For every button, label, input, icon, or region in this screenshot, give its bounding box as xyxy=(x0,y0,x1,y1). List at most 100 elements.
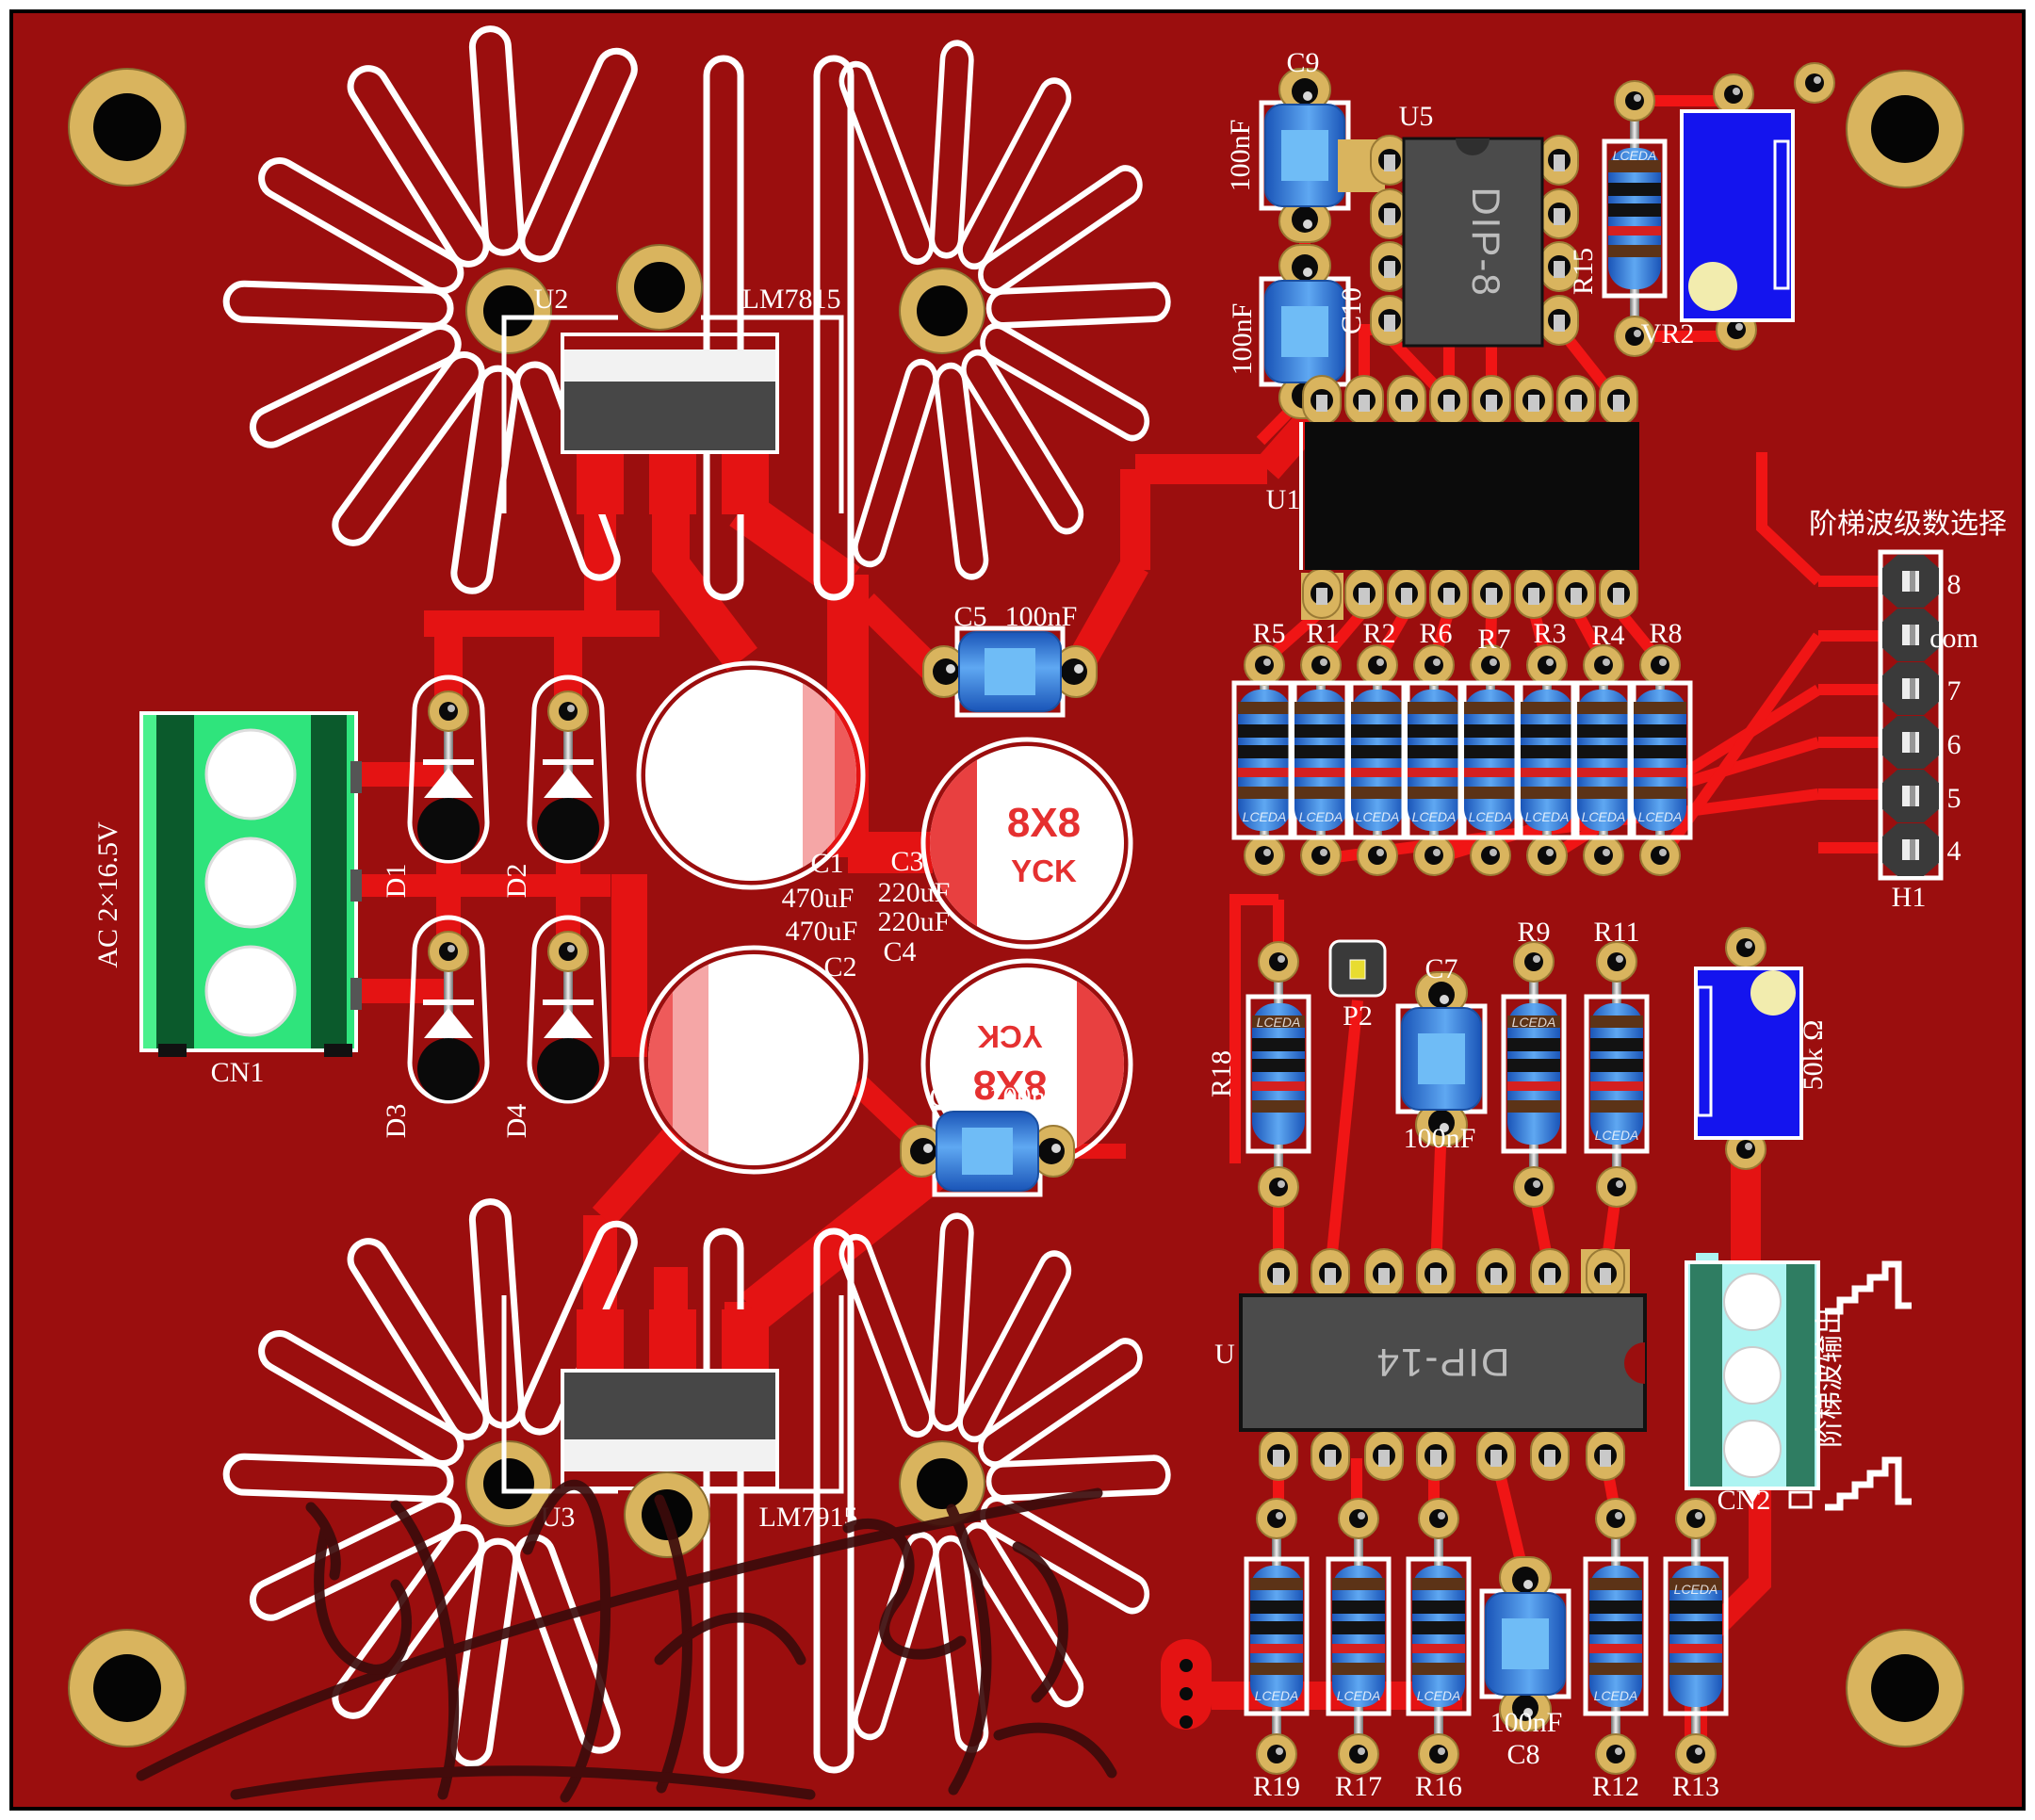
label-d3: D3 xyxy=(381,1104,412,1139)
label-c6-value: 100nF xyxy=(989,1081,1062,1113)
label-u4: U xyxy=(1214,1339,1235,1370)
heatsink-bottom-right xyxy=(813,1214,1168,1774)
label-h1-pin5: 5 xyxy=(1947,783,1962,814)
regulator-u2 xyxy=(501,244,844,514)
ic-package-text: DIP-8 xyxy=(1464,187,1508,297)
trimmer-50k xyxy=(1694,927,1803,1170)
terminal-hole xyxy=(1723,1346,1782,1405)
label-r4: R4 xyxy=(1591,620,1624,651)
label-h1-pin6: 6 xyxy=(1947,729,1962,760)
header-h1 xyxy=(1878,549,1944,881)
mounting-hole xyxy=(68,68,187,187)
svg-text:LCEDA: LCEDA xyxy=(1595,1128,1639,1143)
svg-text:LCEDA: LCEDA xyxy=(1417,1688,1461,1703)
svg-text:LCEDA: LCEDA xyxy=(1356,809,1400,824)
label-c3-value: 220uF xyxy=(878,877,951,908)
label-c1: C1 xyxy=(810,848,843,879)
label-c2-value: 470uF xyxy=(786,916,858,947)
label-cn2: CN2 xyxy=(1718,1485,1771,1516)
resistor: LCEDA xyxy=(1517,644,1577,876)
label-u2-part: LM7815 xyxy=(742,284,841,315)
label-h1: H1 xyxy=(1892,882,1927,913)
ic-u5-dip8: DIP-8 xyxy=(1338,135,1579,348)
label-d1: D1 xyxy=(381,864,412,899)
label-c3: C3 xyxy=(890,846,923,877)
label-h1-com: com xyxy=(1929,623,1978,654)
resistor-r11: LCEDA xyxy=(1587,941,1647,1208)
label-c7-value: 100nF xyxy=(1404,1123,1476,1154)
connector-cn2 xyxy=(1685,1253,1820,1509)
trimmer-screw xyxy=(1750,970,1796,1016)
staircase-waveform-icon xyxy=(1825,1456,1912,1511)
label-c2: C2 xyxy=(823,951,856,983)
label-cn1-desc: AC 2×16.5V xyxy=(92,821,123,968)
terminal-hole xyxy=(204,945,297,1037)
label-step-output: 阶梯波输出 xyxy=(1815,1307,1846,1448)
label-r6: R6 xyxy=(1419,618,1452,649)
label-u1: U1 xyxy=(1266,484,1301,515)
cap-marking: YCK xyxy=(1011,853,1077,888)
connector-cn1 xyxy=(139,711,362,1057)
terminal-hole xyxy=(1723,1273,1782,1331)
label-r7: R7 xyxy=(1477,624,1510,655)
resistor-r9: LCEDA xyxy=(1504,941,1564,1208)
mounting-hole xyxy=(1846,70,1964,188)
trimmer-screw xyxy=(1688,262,1737,311)
svg-text:LCEDA: LCEDA xyxy=(1582,809,1626,824)
label-vr2: VR2 xyxy=(1641,318,1695,349)
terminal-hole xyxy=(1723,1420,1782,1478)
trace-stub-with-dots xyxy=(1161,1639,1212,1730)
label-c5-value: 100nF xyxy=(1005,601,1078,632)
label-h1-pin4: 4 xyxy=(1947,836,1962,867)
testpoint-p2 xyxy=(1328,939,1387,998)
mounting-hole xyxy=(68,1629,187,1747)
resistor: LCEDA xyxy=(1246,1498,1307,1775)
label-c10: C10 xyxy=(1336,287,1367,334)
label-r8: R8 xyxy=(1649,618,1682,649)
staircase-waveform-icon xyxy=(1825,1260,1912,1315)
label-r2: R2 xyxy=(1362,618,1395,649)
svg-text:LCEDA: LCEDA xyxy=(1337,1688,1381,1703)
resistor: LCEDA xyxy=(1404,644,1464,876)
label-r1: R1 xyxy=(1306,618,1339,649)
cap-marking: 8X8 xyxy=(973,1062,1047,1108)
resistor-row-top: LCEDA LCEDA LCEDA LCEDA LCEDA LCEDA LCED… xyxy=(1234,644,1690,876)
resistor-row-bottom: LCEDA LCEDA LCEDA LCEDA LCEDA xyxy=(1246,1498,1726,1775)
label-c4: C4 xyxy=(883,936,916,967)
label-c7: C7 xyxy=(1424,953,1457,984)
capacitor-c3: 8X8 YCK xyxy=(920,737,1133,950)
svg-text:LCEDA: LCEDA xyxy=(1525,809,1570,824)
label-step-select: 阶梯波级数选择 xyxy=(1809,509,2007,540)
resistor: LCEDA xyxy=(1291,644,1351,876)
label-c4-value: 220uF xyxy=(878,906,951,937)
svg-text:LCEDA: LCEDA xyxy=(1469,809,1513,824)
signature-watermark xyxy=(136,1479,1117,1803)
pin1-marker xyxy=(1745,1490,1760,1503)
cap-marking: 8X8 xyxy=(1007,800,1081,846)
mounting-hole xyxy=(1846,1629,1964,1747)
terminal-hole xyxy=(204,837,297,929)
resistor: LCEDA xyxy=(1347,644,1408,876)
svg-text:LCEDA: LCEDA xyxy=(1638,809,1683,824)
resistor: LCEDA xyxy=(1586,1498,1646,1775)
capacitor-c1 xyxy=(636,660,866,890)
label-d4: D4 xyxy=(501,1104,532,1139)
cap-marking: YCK xyxy=(977,1019,1043,1054)
svg-text:LCEDA: LCEDA xyxy=(1594,1688,1638,1703)
heatsink-top-right xyxy=(813,41,1168,601)
resistor-watermark: LCEDA xyxy=(1613,148,1657,163)
regulator-u3 xyxy=(501,1295,844,1558)
resistor: LCEDA xyxy=(1630,644,1690,876)
resistor-r15: LCEDA xyxy=(1604,80,1665,357)
ic-package-text: DIP-14 xyxy=(1376,1341,1510,1385)
svg-text:LCEDA: LCEDA xyxy=(1512,1015,1556,1030)
label-pot-value: 50k Ω xyxy=(1798,1020,1829,1091)
resistor: LCEDA xyxy=(1328,1498,1389,1775)
label-c5: C5 xyxy=(953,601,986,632)
label-r17: R17 xyxy=(1335,1771,1382,1802)
label-c8-value: 100nF xyxy=(1490,1707,1563,1738)
svg-text:LCEDA: LCEDA xyxy=(1299,809,1343,824)
heatsink-top-left xyxy=(226,27,744,601)
